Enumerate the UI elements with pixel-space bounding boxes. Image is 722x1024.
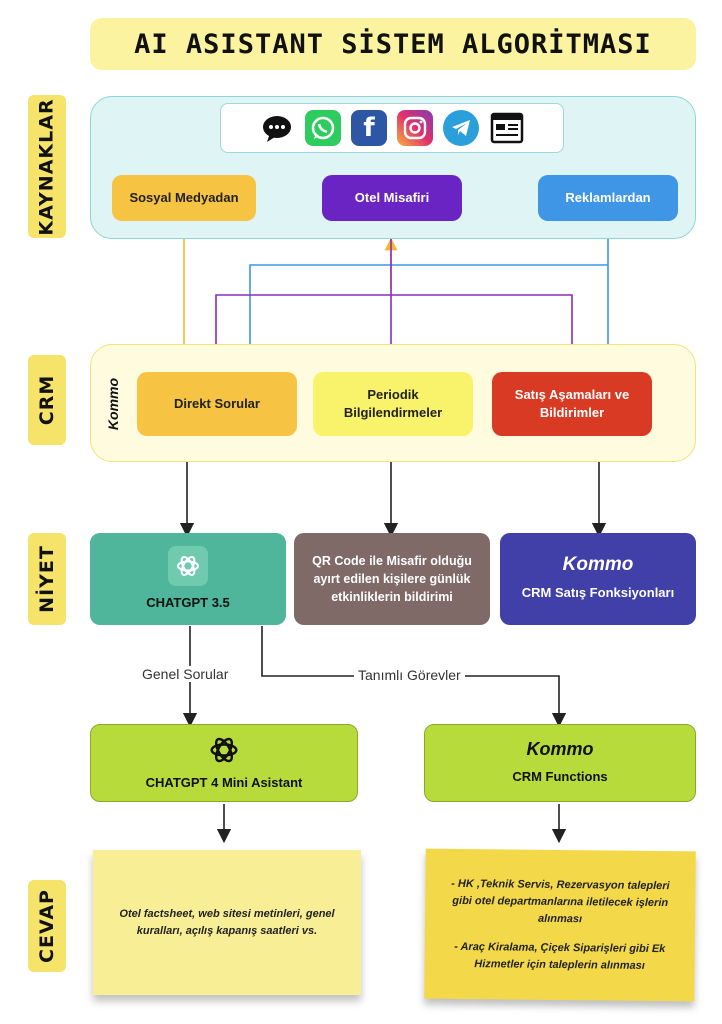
openai-icon [168, 546, 208, 586]
section-label-niyet: NİYET [28, 533, 66, 625]
chatgpt35-label: CHATGPT 3.5 [146, 595, 230, 610]
facebook-icon: f [351, 110, 387, 146]
arrow-reklam-direkt [243, 264, 608, 373]
kommo-logo: Kommo [562, 554, 634, 575]
arrow-otel-direkt [209, 294, 391, 373]
web-browser-icon [489, 110, 525, 146]
crm-functions-label: CRM Functions [512, 769, 608, 784]
niyet-qr-bildirim: QR Code ile Misafir olduğu ayırt edilen … [294, 533, 490, 625]
source-sosyal-medya: Sosyal Medyadan [112, 175, 256, 221]
branch-tanimli-gorevler: Tanımlı Görevler [354, 667, 465, 683]
section-label-kaynaklar: KAYNAKLAR [28, 95, 66, 238]
section-label-cevap: CEVAP [28, 880, 66, 972]
result-crm-functions: Kommo CRM Functions [424, 724, 696, 802]
niyet-chatgpt35: CHATGPT 3.5 [90, 533, 286, 625]
branch-genel-sorular: Genel Sorular [138, 666, 233, 682]
kommo-logo-vertical: Kommo [105, 377, 121, 431]
arrow-otel-satis [391, 294, 579, 373]
niyet-crm-satis: Kommo CRM Satış Fonksiyonları [500, 533, 696, 625]
crm-satis-asamalari: Satış Aşamaları ve Bildirimler [492, 372, 652, 436]
chat-bubble-icon [259, 110, 295, 146]
kommo-logo: Kommo [526, 739, 594, 759]
whatsapp-icon [305, 110, 341, 146]
answer-right-text-1: - HK ,Teknik Servis, Rezervasyon taleple… [451, 877, 670, 925]
section-label-crm: CRM [28, 355, 66, 445]
crm-direkt-sorular: Direkt Sorular [137, 372, 297, 436]
page-title: AI ASISTANT SİSTEM ALGORİTMASI [90, 18, 696, 70]
channel-icons-bar: f [220, 103, 564, 153]
source-reklamlar: Reklamlardan [538, 175, 678, 221]
instagram-icon [397, 110, 433, 146]
answer-left-text: Otel factsheet, web sitesi metinleri, ge… [119, 907, 335, 937]
answer-right-text-2: - Araç Kiralama, Çiçek Siparişleri gibi … [454, 940, 666, 972]
crm-satis-label: CRM Satış Fonksiyonları [521, 585, 675, 600]
telegram-icon [443, 110, 479, 146]
crm-periodik-bilgilendirmeler: Periodik Bilgilendirmeler [313, 372, 473, 436]
answer-note-right: - HK ,Teknik Servis, Rezervasyon taleple… [424, 848, 696, 1002]
chatgpt4-label: CHATGPT 4 Mini Asistant [145, 775, 303, 790]
source-otel-misafiri: Otel Misafiri [322, 175, 462, 221]
openai-icon [210, 737, 238, 763]
answer-note-left: Otel factsheet, web sitesi metinleri, ge… [93, 850, 361, 995]
result-chatgpt4: CHATGPT 4 Mini Asistant [90, 724, 358, 802]
